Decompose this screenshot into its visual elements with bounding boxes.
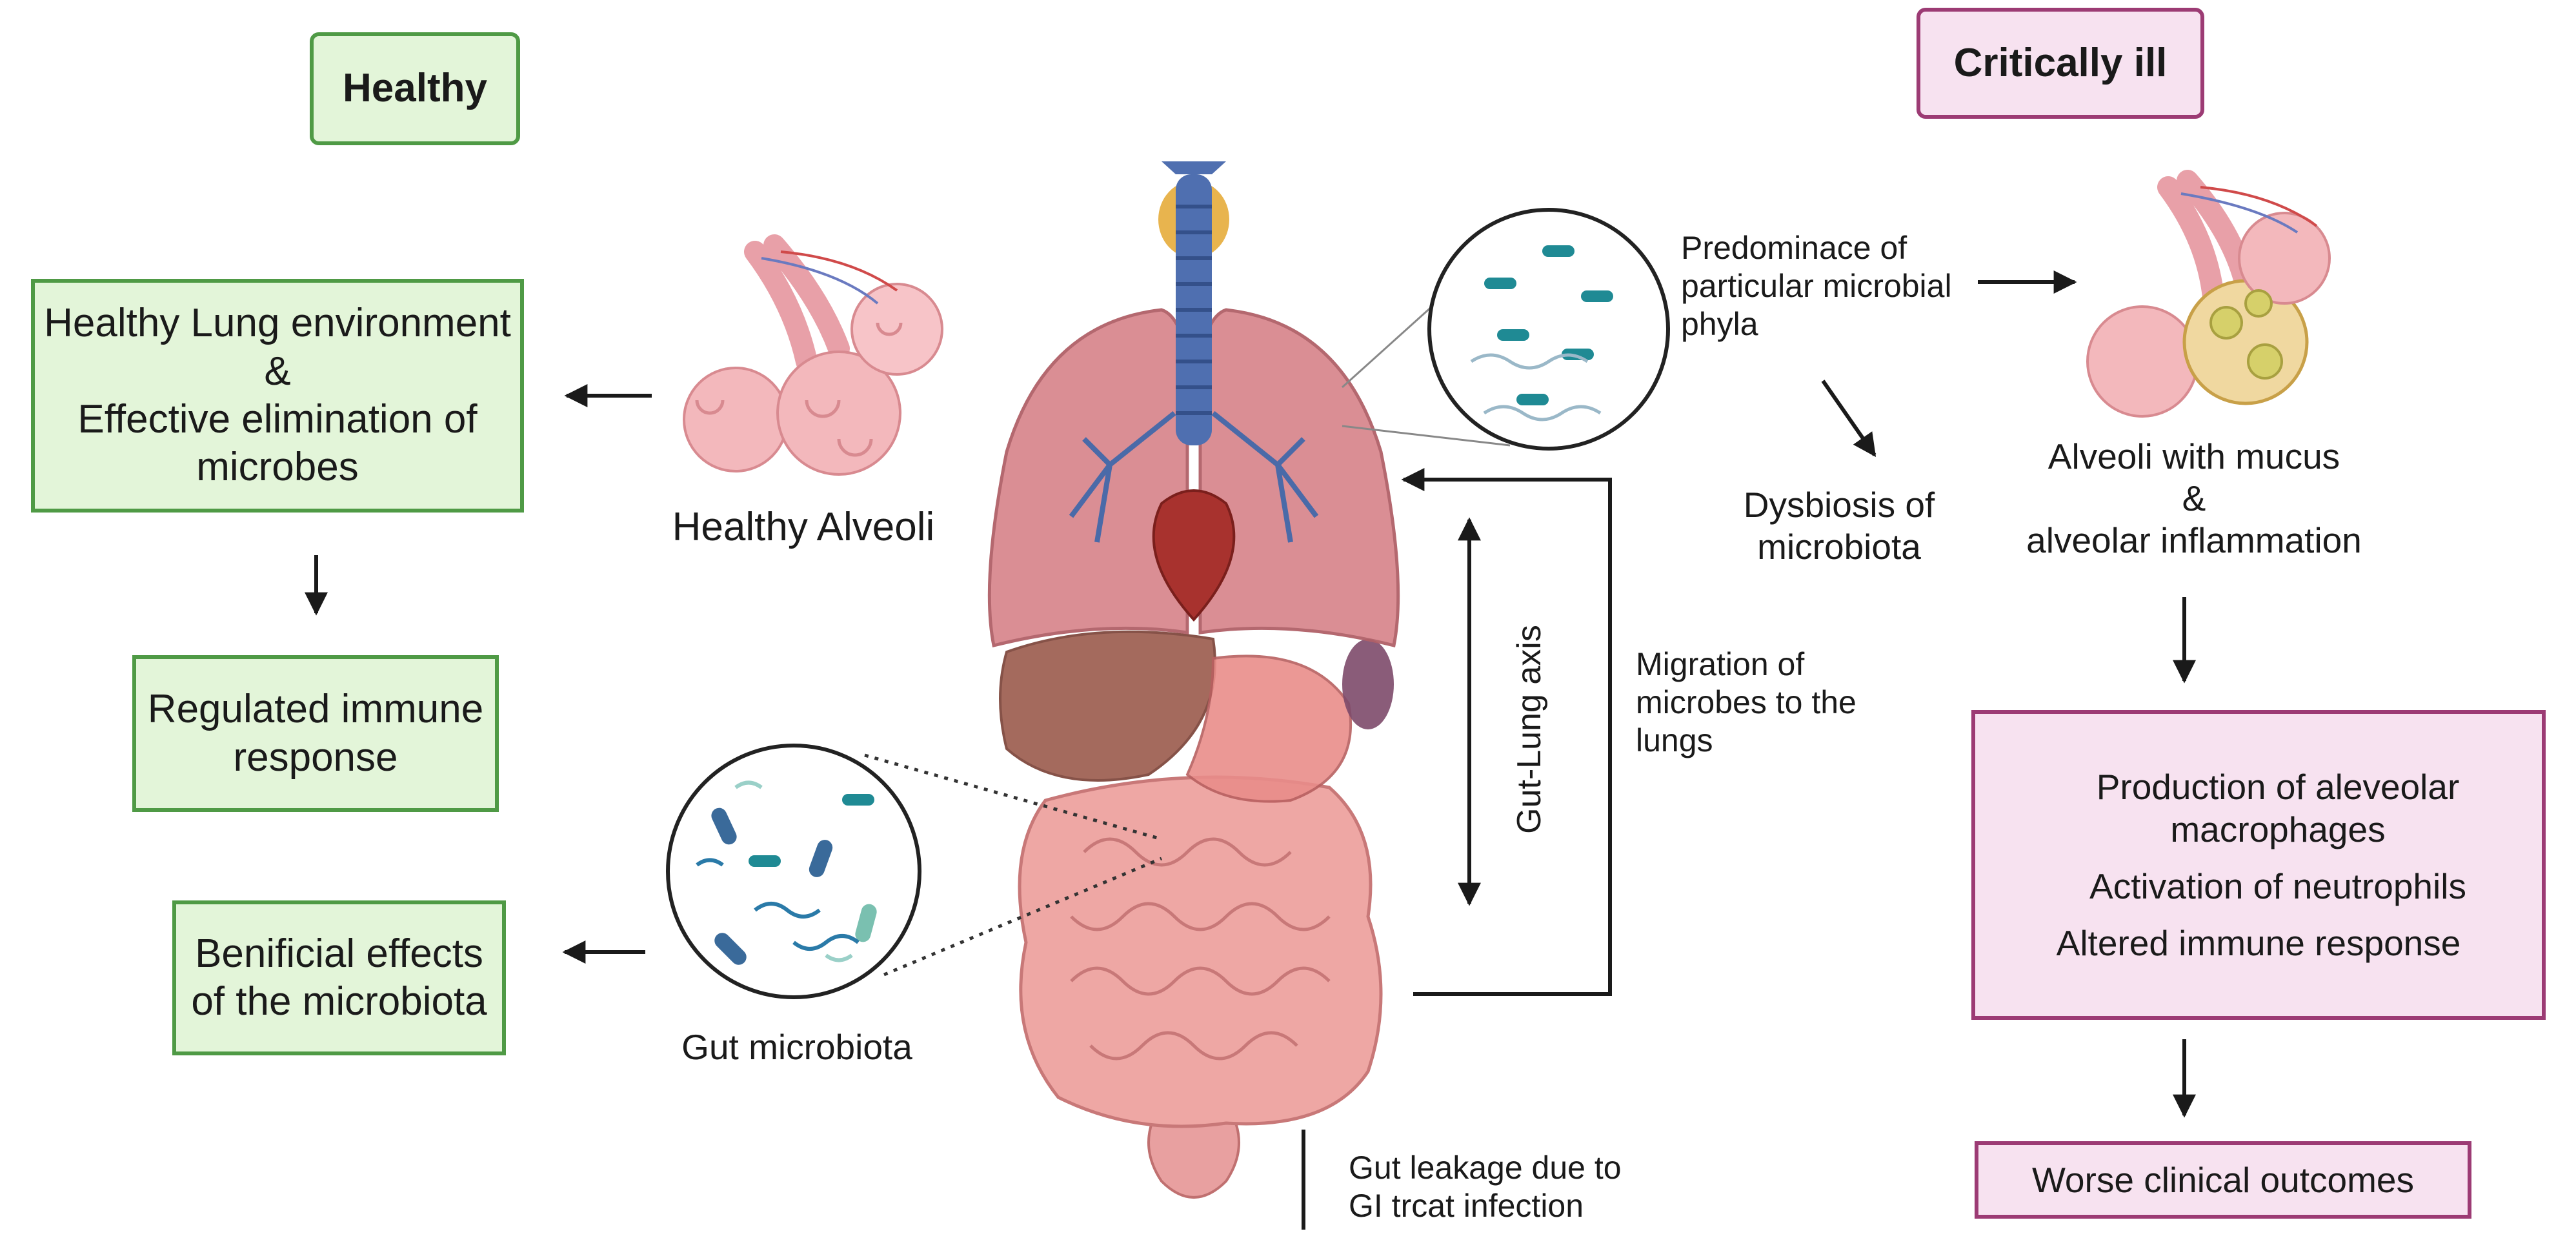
text-line: microbes <box>196 445 359 490</box>
text-line: Migration of <box>1636 646 1805 682</box>
text-line: Worse clinical outcomes <box>2032 1160 2414 1200</box>
header-healthy-label: Healthy <box>343 66 487 111</box>
healthy-alveoli-illustration <box>683 234 943 476</box>
heart-shape <box>1152 489 1236 622</box>
text-line: Healthy Lung environment <box>44 301 511 346</box>
arrow-predominance-to-dysbiosis <box>1821 380 1877 457</box>
production-text: Production of aleveolar macrophages <box>2097 766 2460 851</box>
text-line: particular microbial <box>1681 268 1952 304</box>
liver-shape <box>999 630 1216 782</box>
left-lung-shape <box>987 308 1189 648</box>
label-migration: Migration of microbes to the lungs <box>1636 645 1920 760</box>
label-predominance: Predominace of particular microbial phyl… <box>1681 229 1991 343</box>
header-healthy: Healthy <box>310 32 520 145</box>
text-line: & <box>264 349 291 394</box>
text-line: Predominace of <box>1681 230 1907 266</box>
text-line: alveolar inflammation <box>2026 520 2362 560</box>
text-line: macrophages <box>2170 809 2386 849</box>
box-worse-clinical-outcomes: Worse clinical outcomes <box>1975 1141 2471 1219</box>
text-line: Effective elimination of <box>77 397 478 442</box>
intestines-shape <box>1018 775 1383 1128</box>
text-line: of the microbiota <box>191 979 487 1024</box>
inflamed-alveoli-illustration <box>2086 170 2331 418</box>
box-healthy-lung-environment: Healthy Lung environment & Effective eli… <box>31 279 524 513</box>
row-neutrophils: Activation of neutrophils <box>2089 865 2466 908</box>
arrows <box>305 270 2196 1230</box>
spleen-shape <box>1342 639 1394 729</box>
text-line: & <box>2182 478 2206 518</box>
lung-microbes-circle <box>1341 208 1670 451</box>
box-regulated-immune-response: Regulated immune response <box>132 655 499 812</box>
right-lung-shape <box>1198 308 1400 648</box>
row-production: Production of aleveolar macrophages <box>2097 766 2460 851</box>
header-critically-ill: Critically ill <box>1917 8 2204 119</box>
migration-connector <box>1401 468 1612 996</box>
label-dysbiosis: Dysbiosis of microbiota <box>1716 484 1962 568</box>
stomach-shape <box>1185 655 1353 803</box>
box-beneficial-effects: Benificial effects of the microbiota <box>172 900 506 1055</box>
text-line: lungs <box>1636 722 1713 758</box>
text-line: Altered immune response <box>2056 923 2461 963</box>
box-immune-effects: Production of aleveolar macrophages Acti… <box>1971 710 2546 1020</box>
text-line: response <box>233 735 398 780</box>
text-line: Gut leakage due to <box>1349 1150 1622 1186</box>
text-line: phyla <box>1681 306 1758 342</box>
text-line: Activation of neutrophils <box>2089 866 2466 906</box>
label-alveoli-with-mucus: Alveoli with mucus & alveolar inflammati… <box>1994 436 2394 562</box>
text-line: Dysbiosis of <box>1743 485 1935 525</box>
text-line: microbes to the <box>1636 684 1857 720</box>
header-critically-ill-label: Critically ill <box>1953 40 2168 85</box>
label-gut-lung-axis: Gut-Lung axis <box>1511 625 1548 834</box>
text-line: Regulated immune <box>147 687 484 732</box>
human-anatomy-illustration <box>987 161 1400 1199</box>
label-gut-microbiota: Gut microbiota <box>681 1027 912 1067</box>
text-line: Benificial effects <box>195 931 483 976</box>
text-line: Alveoli with mucus <box>2048 436 2340 476</box>
gut-microbes-circle <box>666 744 1162 999</box>
label-healthy-alveoli: Healthy Alveoli <box>672 505 935 549</box>
text-line: Production of aleveolar <box>2096 767 2460 807</box>
label-gut-leakage: Gut leakage due to GI trcat infection <box>1349 1149 1684 1225</box>
text-line: GI trcat infection <box>1349 1188 1584 1224</box>
text-line: microbiota <box>1757 526 1921 567</box>
